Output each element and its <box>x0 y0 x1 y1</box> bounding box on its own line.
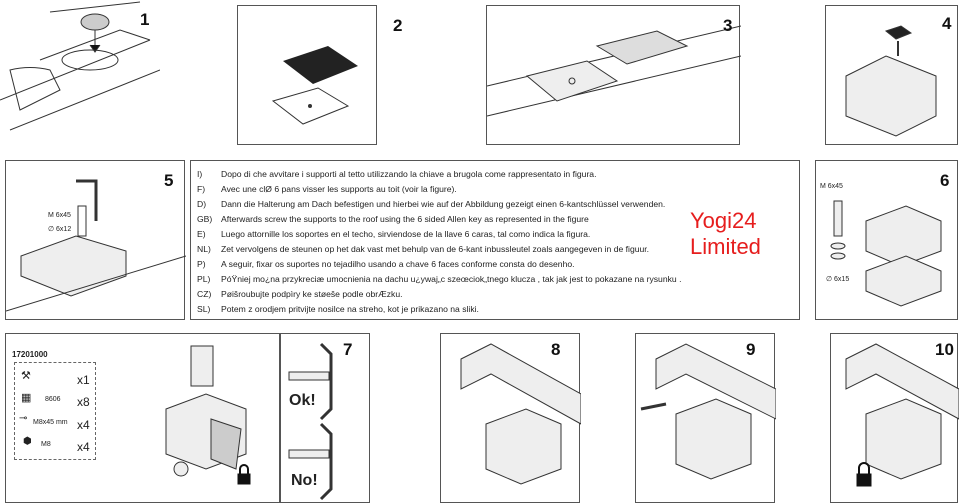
step-number: 2 <box>393 16 403 35</box>
step-3-panel: 3 <box>486 5 741 145</box>
language-code: F) <box>197 184 206 194</box>
language-code: E) <box>197 229 206 239</box>
instruction-line: GB) Afterwards screw the supports to the … <box>197 212 793 227</box>
step-2-panel: 2 <box>237 5 402 145</box>
step-number: 10 <box>935 340 954 359</box>
part-qty: x8 <box>77 395 90 409</box>
step-4-panel: 4 <box>825 5 958 145</box>
ok-label: Ok! <box>289 392 316 409</box>
part-name: 8606 <box>45 396 61 403</box>
instruction-text: Avec une clØ 6 pans visser les supports … <box>221 184 457 194</box>
language-code: CZ) <box>197 289 212 299</box>
instruction-line: P) A seguir, fixar os suportes no tejadil… <box>197 257 793 272</box>
pad-illustration <box>271 46 358 125</box>
step-number: 1 <box>140 10 150 29</box>
foot-clamp-illustration <box>165 345 251 485</box>
step-number: 9 <box>746 340 756 359</box>
instruction-line: D) Dann die Halterung am Dach befestigen … <box>197 197 793 212</box>
nut-icon: ⬢ <box>23 436 32 447</box>
step-number: 8 <box>551 340 561 359</box>
lock-icon <box>856 462 872 487</box>
instruction-line: PL) PóŸniej mo¿na przykreciæ umocnienia n… <box>197 272 793 287</box>
instruction-line: F) Avec une clØ 6 pans visser les support… <box>197 182 793 197</box>
allen-key-illustration <box>6 179 186 312</box>
step-number: 5 <box>164 171 174 190</box>
bolt-orientation-illustration <box>288 342 333 501</box>
part-qty: x1 <box>77 373 90 387</box>
step-10-panel: 10 <box>830 333 959 503</box>
watermark: Yogi24 Limited <box>690 208 761 259</box>
step-9-panel: 9 <box>635 333 776 503</box>
instruction-text: Dopo di che avvitare i supporti al tetto… <box>221 169 597 179</box>
instruction-text: Zet vervolgens de steunen op het dak vas… <box>221 244 650 254</box>
part-qty: x4 <box>77 440 90 454</box>
instruction-line: I) Dopo di che avvitare i supporti al tet… <box>197 167 793 182</box>
instruction-text: Potem z orodjem pritvijte nosilce na str… <box>221 304 479 314</box>
step-8-panel: 8 <box>440 333 581 503</box>
no-label: No! <box>291 472 318 489</box>
step-7-panel: Ok! No! 7 <box>280 333 370 503</box>
bolt-label: M 6x45 <box>48 212 71 219</box>
step-number: 4 <box>942 14 952 33</box>
instruction-text: Pøišroubujte podpìry ke støeše podle obr… <box>221 289 403 299</box>
bolt-assembly-illustration <box>830 200 942 307</box>
washer-label: ∅ 6x15 <box>826 276 850 283</box>
language-code: I) <box>197 169 203 179</box>
step-5-panel: M 6x45 ∅ 6x12 5 <box>5 160 186 320</box>
multilingual-instructions: I) Dopo di che avvitare i supporti al tet… <box>190 160 800 320</box>
washer-label: ∅ 6x12 <box>48 226 72 233</box>
step-number: 6 <box>940 171 950 190</box>
bolt-label: M 6x45 <box>820 183 843 190</box>
instruction-text: A seguir, fixar os suportes no tejadilho… <box>221 259 575 269</box>
step-number: 7 <box>343 340 353 359</box>
language-code: GB) <box>197 214 213 224</box>
clip-icon: ▦ <box>21 392 32 404</box>
step-1-panel: 1 <box>0 0 160 145</box>
step-6-panel: M 6x45 ∅ 6x15 6 <box>815 160 958 320</box>
instruction-line: E) Luego attornille los soportes en el te… <box>197 227 793 242</box>
bar-clamp-illustration <box>640 343 776 480</box>
kit-code: 17201000 <box>12 350 48 359</box>
language-code: NL) <box>197 244 211 254</box>
lock-icon <box>237 464 251 485</box>
instruction-line: CZ) Pøišroubujte podpìry ke støeše podle … <box>197 287 793 302</box>
language-code: D) <box>197 199 207 209</box>
wrench-icon: ⚒ <box>21 370 31 382</box>
instruction-text: Dann die Halterung am Dach befestigen un… <box>221 199 666 209</box>
instruction-text: Luego attornille los soportes en el tech… <box>221 229 591 239</box>
part-name: M8x45 mm <box>33 419 68 426</box>
step-1-illustration <box>0 1 160 131</box>
instruction-text: PóŸniej mo¿na przykreciæ umocnienia na d… <box>221 274 682 284</box>
bolt-icon: ⊸ <box>19 413 28 424</box>
instruction-text: Afterwards screw the supports to the roo… <box>221 214 589 224</box>
roof-pad-illustration <box>487 25 741 117</box>
instruction-line: SL) Potem z orodjem pritvijte nosilce na … <box>197 302 793 317</box>
kit-contents-panel: 17201000 ⚒ x1 ▦ 8606 x8 ⊸ M8x45 mm x4 ⬢ … <box>5 333 280 503</box>
kit-parts-list: ⚒ x1 ▦ 8606 x8 ⊸ M8x45 mm x4 ⬢ M8 x4 <box>14 362 96 460</box>
cover-lock-illustration <box>845 343 959 487</box>
bar-mount-illustration <box>460 343 581 485</box>
part-name: M8 <box>41 441 51 448</box>
foot-block-illustration <box>845 25 937 137</box>
instruction-line: NL) Zet vervolgens de steunen op het dak … <box>197 242 793 257</box>
language-code: P) <box>197 259 206 269</box>
language-code: SL) <box>197 304 211 314</box>
language-code: PL) <box>197 274 211 284</box>
step-number: 3 <box>723 16 733 35</box>
part-qty: x4 <box>77 418 90 432</box>
